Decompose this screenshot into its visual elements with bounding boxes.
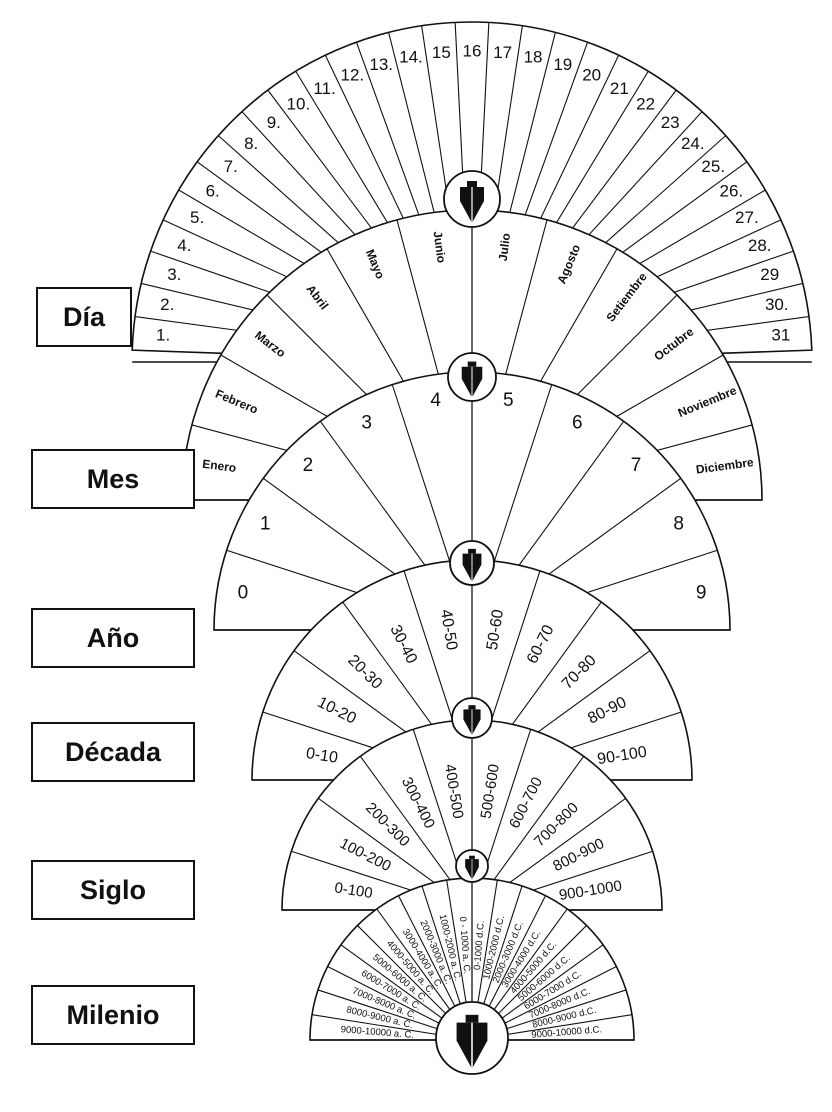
dial-dia-label: 19 (553, 55, 572, 74)
dial-mes-label: Enero (202, 457, 238, 475)
dial-milenio-divider (506, 989, 627, 1030)
dial-dia-label: 11. (313, 79, 335, 98)
dial-ano-label: 5 (503, 390, 514, 411)
dial-dia-label: 28. (748, 236, 772, 255)
dial-milenio-divider (446, 879, 467, 1005)
dial-milenio-divider (376, 908, 452, 1012)
plumb-bob-pendulum-icon (435, 1001, 509, 1075)
dial-milenio-divider (482, 885, 523, 1006)
dial-milenio-divider (357, 925, 447, 1015)
dial-dia-label: 3. (167, 265, 181, 284)
dial-dia-label: 16 (463, 41, 482, 60)
plumb-bob-pendulum-icon (451, 697, 493, 739)
dial-milenio-divider (487, 895, 547, 1009)
pendulum-icons (435, 170, 509, 1075)
dial-dia-label: 9. (267, 113, 281, 132)
dial-ano-label: 1 (260, 514, 271, 535)
plumb-bob-pendulum-icon (443, 170, 501, 228)
dial-milenio-label: 0 - 1000 a. C. (457, 916, 472, 974)
dial-mes-label: Junio (431, 230, 449, 264)
dial-milenio-divider (477, 879, 498, 1005)
label-milenio: Milenio (31, 985, 195, 1045)
dial-siglo-divider (480, 755, 585, 898)
dial-decada-label: 40-50 (437, 608, 460, 651)
dial-dia-label: 30. (765, 295, 789, 314)
dial-dia-label: 7. (224, 157, 238, 176)
dial-dia-label: 4. (177, 236, 191, 255)
dial-dia-label: 8. (244, 134, 258, 153)
plumb-bob-pendulum-icon (449, 540, 495, 586)
dial-dia-label: 14. (399, 48, 423, 67)
dial-dia-label: 15 (432, 43, 451, 62)
dial-dia-label: 27. (735, 208, 759, 227)
dial-milenio-divider (317, 989, 438, 1030)
dial-dia-label: 5. (190, 208, 204, 227)
dial-milenio-divider (421, 885, 462, 1006)
plumb-bob-pendulum-icon (455, 849, 489, 883)
dial-milenio-divider (327, 965, 441, 1025)
dial-milenio-divider (311, 1014, 437, 1035)
dial-ano-label: 8 (673, 514, 684, 535)
dial-milenio-label: 0-1000 d.C. (472, 920, 487, 970)
dial-dia-label: 12. (341, 66, 365, 85)
dial-dia-label: 26. (720, 182, 744, 201)
dial-ano-label: 0 (238, 583, 249, 604)
dial-dia-label: 25. (701, 157, 725, 176)
label-mes: Mes (31, 449, 195, 509)
dial-milenio-divider (397, 895, 457, 1009)
dial-decada-label: 0-10 (305, 745, 339, 767)
dial-milenio-divider (340, 944, 444, 1020)
dial-dia-label: 17 (493, 43, 512, 62)
dial-decada-label: 50-60 (484, 608, 507, 651)
dial-dia-label: 22 (636, 95, 655, 114)
dial-mes-label: Julio (496, 232, 514, 262)
dial-dia-label: 24. (681, 134, 705, 153)
dial-ano-label: 9 (696, 583, 707, 604)
label-ano: Año (31, 608, 195, 668)
label-dia: Día (36, 287, 132, 347)
dial-milenio: 9000-10000 a. C.8000-9000 a. C.7000-8000… (309, 877, 635, 1041)
dial-dia-label: 13. (369, 55, 393, 74)
label-decada: Década (31, 722, 195, 782)
plumb-bob-pendulum-icon (447, 352, 497, 402)
dial-ano-label: 4 (430, 390, 441, 411)
dial-milenio-divider (500, 944, 604, 1020)
dial-dia-label: 20 (582, 66, 601, 85)
dial-dia-label: 2. (160, 295, 174, 314)
dial-dia-label: 18 (524, 48, 543, 67)
dial-dia-label: 1. (156, 325, 170, 344)
dial-dia-label: 29 (760, 265, 779, 284)
dial-siglo-label: 0-100 (333, 879, 374, 902)
dial-ano-label: 7 (631, 455, 642, 476)
dial-dia-label: 31 (771, 325, 790, 344)
dial-ano-label: 6 (572, 412, 583, 433)
dial-milenio-divider (492, 908, 568, 1012)
dial-ano-label: 3 (361, 412, 372, 433)
dial-siglo-divider (359, 755, 464, 898)
dial-ano-label: 2 (303, 455, 314, 476)
label-siglo: Siglo (31, 860, 195, 920)
dial-dia-label: 10. (287, 95, 311, 114)
dial-milenio-divider (503, 965, 617, 1025)
dial-dia-label: 6. (206, 182, 220, 201)
dial-dia-label: 21 (610, 79, 629, 98)
dial-dia-label: 23 (661, 113, 680, 132)
dial-milenio-divider (497, 925, 587, 1015)
dial-milenio-divider (507, 1014, 633, 1035)
